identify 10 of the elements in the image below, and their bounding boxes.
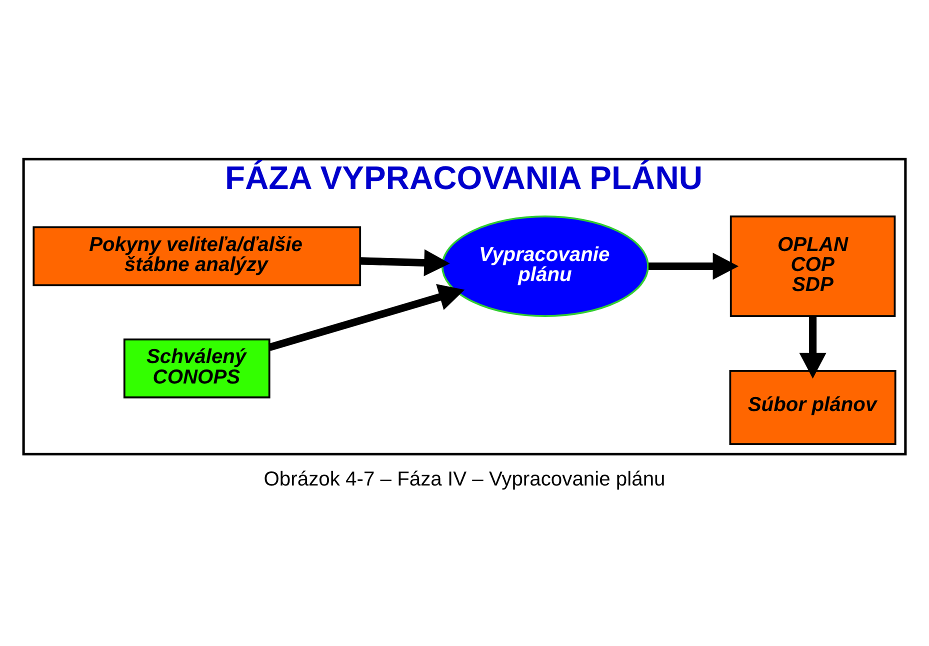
arrow: [648, 252, 739, 280]
node-box: OPLAN COP SDP: [730, 216, 896, 317]
arrow: [268, 284, 465, 351]
node-box: Schválený CONOPS: [123, 338, 270, 398]
arrow: [799, 316, 826, 379]
node-box: Súbor plánov: [729, 370, 896, 445]
node-box: Pokyny veliteľa/ďalšie štábne analýzy: [32, 226, 362, 286]
arrow: [360, 249, 450, 276]
node-ellipse: Vypracovanie plánu: [441, 216, 649, 317]
caption: Obrázok 4-7 – Fáza IV – Vypracovanie plánu: [264, 468, 666, 490]
